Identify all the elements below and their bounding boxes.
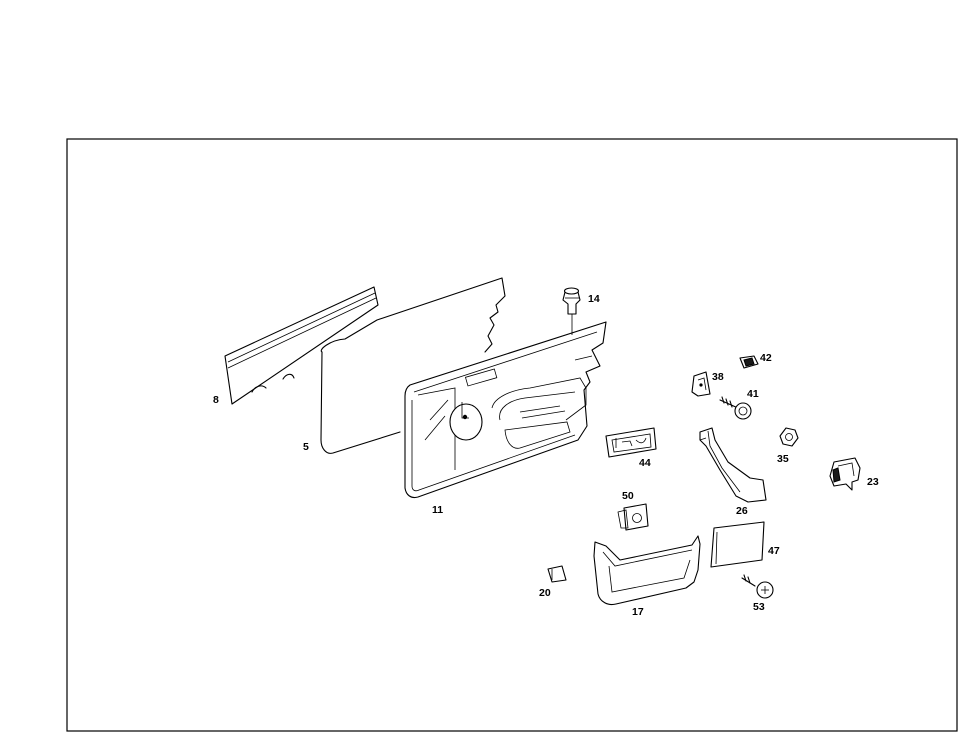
diagram-frame [66, 138, 958, 732]
part-8-strip [224, 286, 379, 405]
callout-35: 35 [777, 453, 789, 465]
part-35-nut [779, 427, 799, 447]
callout-47: 47 [768, 545, 780, 557]
part-44-handle-insert [605, 427, 657, 458]
callout-23: 23 [867, 476, 879, 488]
callout-8: 8 [213, 394, 219, 406]
part-17-armrest-pocket [593, 535, 701, 606]
callout-14: 14 [588, 293, 600, 305]
callout-20: 20 [539, 587, 551, 599]
part-47-cover-plate [710, 521, 765, 568]
part-50-clip [617, 503, 649, 531]
callout-11: 11 [432, 504, 443, 516]
part-5-panel-sheet [251, 277, 506, 454]
part-26-armrest-bracket [699, 427, 767, 503]
callout-42: 42 [760, 352, 772, 364]
part-14-clip [562, 287, 581, 335]
callout-41: 41 [747, 388, 759, 400]
part-20-clip [547, 565, 567, 583]
part-42-clip [739, 355, 759, 369]
part-53-screw [741, 574, 774, 599]
part-23-clip [829, 457, 861, 491]
callout-5: 5 [303, 441, 309, 453]
callout-38: 38 [712, 371, 724, 383]
callout-44: 44 [639, 457, 651, 469]
callout-26: 26 [736, 505, 748, 517]
callout-17: 17 [632, 606, 644, 618]
part-11-door-trim [404, 321, 607, 499]
part-41-bolt [719, 396, 752, 420]
callout-50: 50 [622, 490, 634, 502]
part-38-bracket [691, 371, 711, 397]
callout-53: 53 [753, 601, 765, 613]
